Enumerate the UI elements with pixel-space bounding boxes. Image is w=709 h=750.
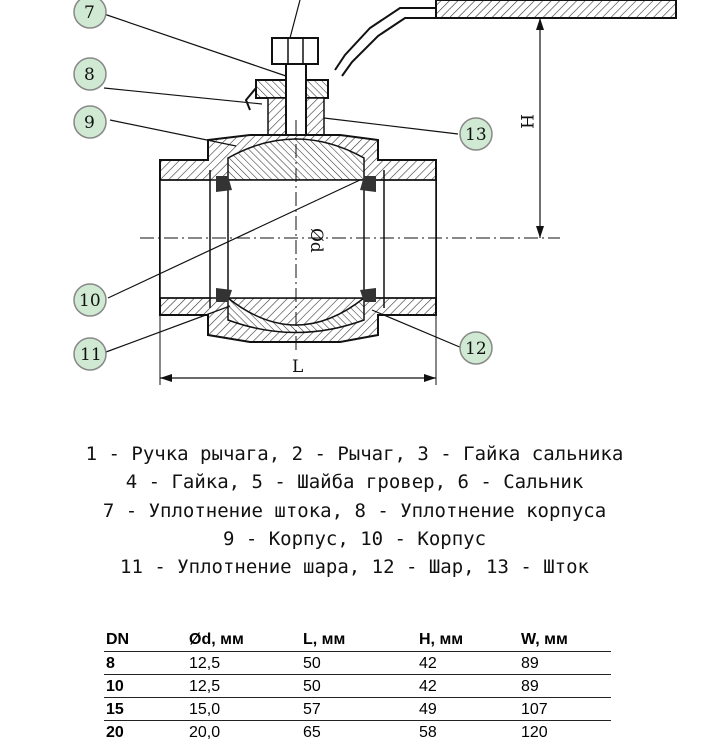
cell-width: 120 (519, 720, 611, 743)
callout-13: 13 (459, 117, 493, 151)
cell-dn: 20 (104, 720, 187, 743)
lever-handle (334, 0, 677, 77)
cell-dn: 15 (104, 697, 187, 721)
header-length: L, мм (303, 631, 346, 648)
cell-length: 57 (301, 697, 417, 721)
cell-dn: 8 (104, 651, 187, 675)
parts-legend: 1 - Ручка рычага, 2 - Рычаг, 3 - Гайка с… (0, 440, 709, 581)
table-row: 10 12,5 50 42 89 (104, 674, 611, 698)
dimension-h: H (436, 17, 556, 238)
cell-length: 65 (301, 720, 417, 743)
legend-line: 11 - Уплотнение шара, 12 - Шар, 13 - Што… (120, 556, 589, 579)
svg-text:11: 11 (80, 345, 102, 365)
cell-length: 50 (301, 674, 417, 698)
dimension-l-label: L (292, 357, 303, 377)
svg-text:9: 9 (84, 113, 95, 133)
svg-text:8: 8 (84, 65, 95, 85)
callout-11: 11 (73, 337, 107, 371)
dimension-d-label: Ød (306, 228, 326, 253)
cell-diameter: 15,0 (187, 697, 301, 721)
dimension-h-label: H (516, 114, 536, 129)
table-row: 15 15,0 57 49 107 (104, 697, 611, 721)
cell-height: 42 (417, 651, 519, 675)
legend-line: 7 - Уплотнение штока, 8 - Уплотнение кор… (102, 499, 607, 522)
callout-9: 9 (73, 105, 107, 139)
cell-height: 42 (417, 674, 519, 698)
svg-text:12: 12 (465, 339, 487, 359)
callout-10: 10 (73, 283, 107, 317)
cell-width: 107 (519, 697, 611, 721)
cell-dn: 10 (104, 674, 187, 698)
header-height: H, мм (419, 631, 464, 648)
legend-line: 1 - Ручка рычага, 2 - Рычаг, 3 - Гайка с… (85, 443, 624, 465)
callout-8: 8 (73, 57, 107, 91)
callout-7: 7 (73, 0, 107, 29)
cell-width: 89 (519, 674, 611, 698)
header-width: W, мм (521, 631, 568, 648)
cell-diameter: 12,5 (187, 651, 301, 675)
ball-valve-drawing: H L Ød 7 8 9 13 10 (73, 0, 677, 385)
svg-text:13: 13 (465, 125, 487, 145)
dimensions-table: DN Ød, мм L, мм H, мм W, мм 8 12,5 50 42… (104, 628, 611, 743)
svg-text:7: 7 (84, 3, 95, 23)
cell-diameter: 12,5 (187, 674, 301, 698)
valve-body (140, 120, 560, 350)
table-row: 8 12,5 50 42 89 (104, 651, 611, 675)
cell-length: 50 (301, 651, 417, 675)
cell-width: 89 (519, 651, 611, 675)
cell-height: 58 (417, 720, 519, 743)
header-diameter: Ød, мм (189, 631, 244, 648)
leader-lines (103, 0, 463, 353)
table-row: 20 20,0 65 58 120 (104, 720, 611, 743)
cell-height: 49 (417, 697, 519, 721)
header-dn: DN (106, 631, 130, 648)
legend-line: 4 - Гайка, 5 - Шайба гровер, 6 - Сальник (125, 471, 584, 494)
table-header-row: DN Ød, мм L, мм H, мм W, мм (104, 628, 611, 652)
legend-line: 9 - Корпус, 10 - Корпус (222, 527, 487, 550)
svg-text:10: 10 (79, 291, 101, 311)
callout-12: 12 (459, 331, 493, 365)
cell-diameter: 20,0 (187, 720, 301, 743)
dimension-l: L (159, 315, 437, 385)
